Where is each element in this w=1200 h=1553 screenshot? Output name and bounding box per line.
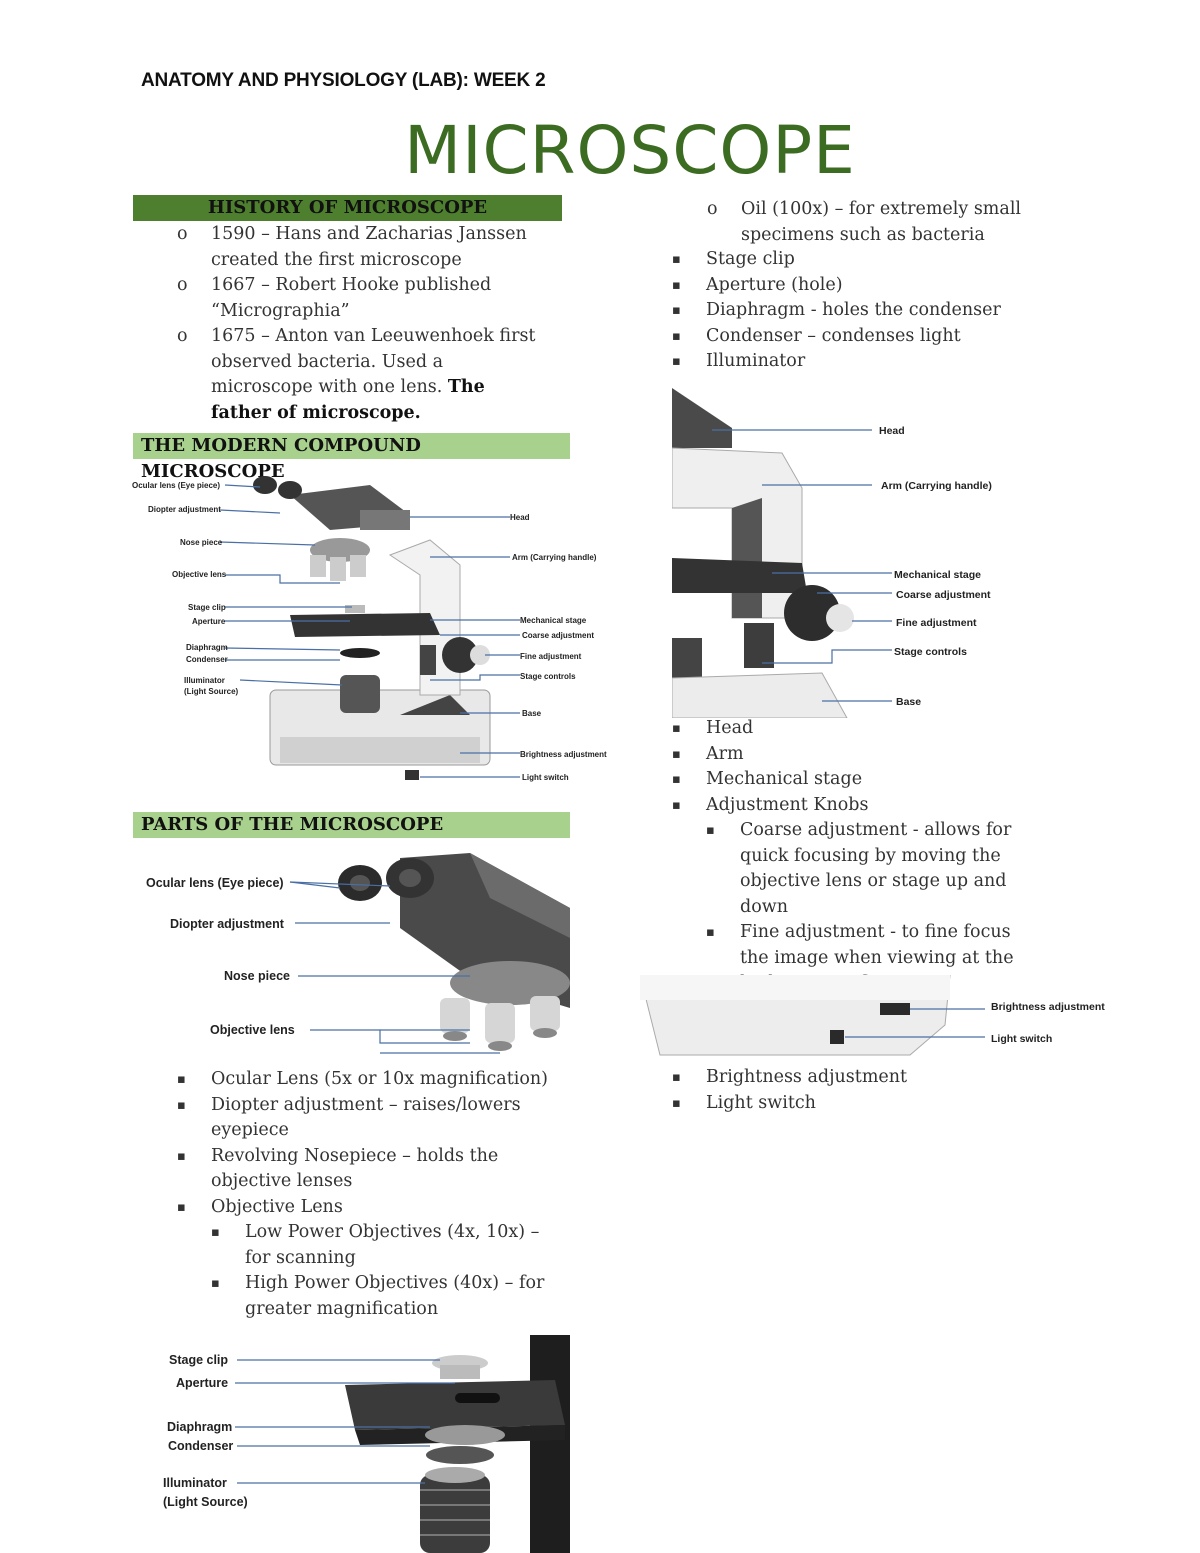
list-item: Coarse adjustment - allows for quick foc… bbox=[706, 818, 1036, 920]
list-item: Light switch bbox=[672, 1091, 1052, 1117]
stage-parts-list: Stage clip Aperture (hole) Diaphragm - h… bbox=[672, 247, 1052, 375]
parts-heading: PARTS OF THE MICROSCOPE bbox=[133, 812, 570, 838]
label-arm: Arm (Carrying handle) bbox=[512, 553, 597, 562]
label-mechanical-stage: Mechanical stage bbox=[520, 616, 587, 625]
label-ocular-lens: Ocular lens (Eye piece) bbox=[132, 481, 220, 490]
list-item: Illuminator bbox=[672, 349, 1052, 375]
list-item: Low Power Objectives (4x, 10x) – for sca… bbox=[211, 1220, 567, 1271]
label-stage-clip: Stage clip bbox=[169, 1353, 228, 1367]
label-brightness-adjustment: Brightness adjustment bbox=[520, 750, 607, 759]
label-diaphragm: Diaphragm bbox=[167, 1420, 232, 1434]
page-title: MICROSCOPE bbox=[404, 112, 856, 189]
label-diaphragm: Diaphragm bbox=[186, 643, 228, 652]
eyepiece-closeup-diagram: Ocular lens (Eye piece) Diopter adjustme… bbox=[146, 853, 570, 1054]
oil-objective-list: Oil (100x) – for extremely small specime… bbox=[707, 197, 1047, 248]
label-head: Head bbox=[510, 513, 530, 522]
label-aperture: Aperture bbox=[176, 1376, 228, 1390]
label-light-switch: Light switch bbox=[991, 1033, 1052, 1045]
label-light-source: (Light Source) bbox=[184, 687, 239, 696]
label-light-switch: Light switch bbox=[522, 773, 569, 782]
body-parts-list: Head Arm Mechanical stage Adjustment Kno… bbox=[672, 716, 1072, 997]
label-coarse-adjustment: Coarse adjustment bbox=[896, 589, 991, 601]
label-objective-lens: Objective lens bbox=[210, 1023, 295, 1037]
history-item: 1590 – Hans and Zacharias Janssen create… bbox=[177, 222, 547, 273]
label-head: Head bbox=[879, 425, 905, 437]
stage-closeup-diagram: Stage clip Aperture Diaphragm Condenser … bbox=[163, 1335, 570, 1553]
list-item: Diopter adjustment – raises/lowers eyepi… bbox=[177, 1093, 567, 1144]
label-arm: Arm (Carrying handle) bbox=[881, 480, 992, 492]
list-item: High Power Objectives (40x) – for greate… bbox=[211, 1271, 567, 1322]
label-coarse-adjustment: Coarse adjustment bbox=[522, 631, 594, 640]
adjustment-knobs-sublist: Coarse adjustment - allows for quick foc… bbox=[706, 818, 1036, 997]
history-list: 1590 – Hans and Zacharias Janssen create… bbox=[177, 222, 547, 426]
label-base: Base bbox=[896, 696, 921, 708]
label-stage-controls: Stage controls bbox=[894, 646, 967, 658]
label-light-source: (Light Source) bbox=[163, 1495, 248, 1509]
label-condenser: Condenser bbox=[168, 1439, 233, 1453]
list-item: Oil (100x) – for extremely small specime… bbox=[707, 197, 1047, 248]
list-item: Adjustment Knobs Coarse adjustment - all… bbox=[672, 793, 1072, 997]
list-item: Head bbox=[672, 716, 1072, 742]
list-item: Diaphragm - holes the condenser bbox=[672, 298, 1052, 324]
label-nose-piece: Nose piece bbox=[180, 538, 223, 547]
father-of-microscope: The father of microscope. bbox=[211, 377, 485, 423]
document-header: ANATOMY AND PHYSIOLOGY (LAB): WEEK 2 bbox=[141, 70, 546, 91]
list-item: Revolving Nosepiece – holds the objectiv… bbox=[177, 1144, 567, 1195]
label-ocular-lens: Ocular lens (Eye piece) bbox=[146, 876, 284, 890]
label-mechanical-stage: Mechanical stage bbox=[894, 569, 981, 581]
modern-heading: THE MODERN COMPOUND MICROSCOPE bbox=[133, 433, 570, 482]
label-fine-adjustment: Fine adjustment bbox=[520, 652, 582, 661]
objective-sublist: Low Power Objectives (4x, 10x) – for sca… bbox=[211, 1220, 567, 1322]
label-aperture: Aperture bbox=[192, 617, 226, 626]
list-item: Aperture (hole) bbox=[672, 273, 1052, 299]
list-item: Objective Lens Low Power Objectives (4x,… bbox=[177, 1195, 567, 1323]
label-stage-clip: Stage clip bbox=[188, 603, 226, 612]
list-item: Ocular Lens (5x or 10x magnification) bbox=[177, 1067, 567, 1093]
history-heading: HISTORY OF MICROSCOPE bbox=[133, 195, 562, 221]
base-closeup-diagram: Brightness adjustment Light switch bbox=[640, 975, 1105, 1056]
list-item: Stage clip bbox=[672, 247, 1052, 273]
list-item: Arm bbox=[672, 742, 1072, 768]
list-item: Mechanical stage bbox=[672, 767, 1072, 793]
list-item: Condenser – condenses light bbox=[672, 324, 1052, 350]
label-illuminator: Illuminator bbox=[184, 676, 225, 685]
label-brightness-adjustment: Brightness adjustment bbox=[991, 1001, 1105, 1013]
list-item: Brightness adjustment bbox=[672, 1065, 1052, 1091]
label-stage-controls: Stage controls bbox=[520, 672, 576, 681]
base-parts-list: Brightness adjustment Light switch bbox=[672, 1065, 1052, 1116]
label-condenser: Condenser bbox=[186, 655, 228, 664]
history-item: 1675 – Anton van Leeuwenhoek first obser… bbox=[177, 324, 547, 426]
body-closeup-diagram: Head Arm (Carrying handle) Mechanical st… bbox=[672, 388, 992, 718]
label-nose-piece: Nose piece bbox=[224, 969, 290, 983]
label-diopter: Diopter adjustment bbox=[170, 917, 285, 931]
label-fine-adjustment: Fine adjustment bbox=[896, 617, 977, 629]
label-base: Base bbox=[522, 709, 542, 718]
parts-list: Ocular Lens (5x or 10x magnification) Di… bbox=[177, 1067, 567, 1322]
label-objective-lens: Objective lens bbox=[172, 570, 227, 579]
label-diopter: Diopter adjustment bbox=[148, 505, 221, 514]
history-item: 1667 – Robert Hooke published “Micrograp… bbox=[177, 273, 547, 324]
compound-microscope-diagram: Ocular lens (Eye piece) Diopter adjustme… bbox=[132, 476, 607, 782]
label-illuminator: Illuminator bbox=[163, 1476, 227, 1490]
